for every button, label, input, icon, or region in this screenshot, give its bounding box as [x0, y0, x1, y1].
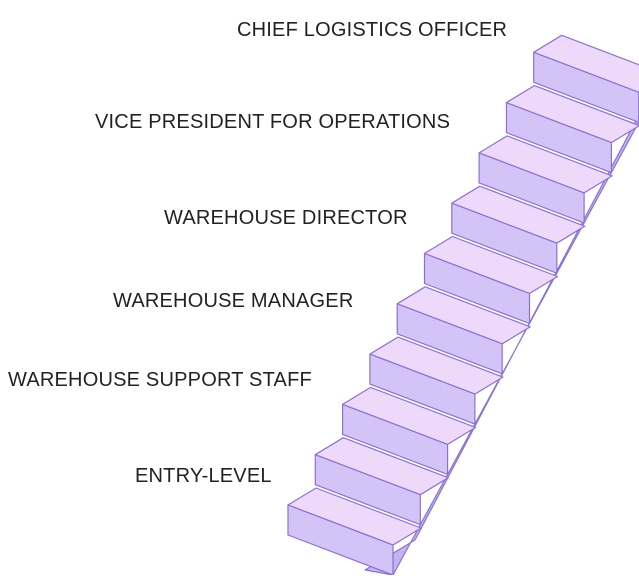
step-riser — [314, 454, 421, 526]
step-riser — [423, 252, 531, 325]
step-riser — [478, 152, 585, 224]
step-riser — [342, 403, 449, 475]
label-warehouse-manager: WAREHOUSE MANAGER — [113, 290, 354, 312]
step-riser — [451, 202, 558, 274]
label-vice-president-operations: VICE PRESIDENT FOR OPERATIONS — [95, 111, 451, 133]
step-riser — [396, 303, 503, 375]
label-chief-logistics-officer: CHIEF LOGISTICS OFFICER — [237, 19, 508, 41]
label-warehouse-support-staff: WAREHOUSE SUPPORT STAFF — [8, 369, 312, 391]
step-riser — [369, 353, 476, 425]
step-riser — [505, 101, 613, 174]
label-warehouse-director: WAREHOUSE DIRECTOR — [164, 207, 408, 229]
label-entry-level: ENTRY-LEVEL — [135, 465, 272, 487]
